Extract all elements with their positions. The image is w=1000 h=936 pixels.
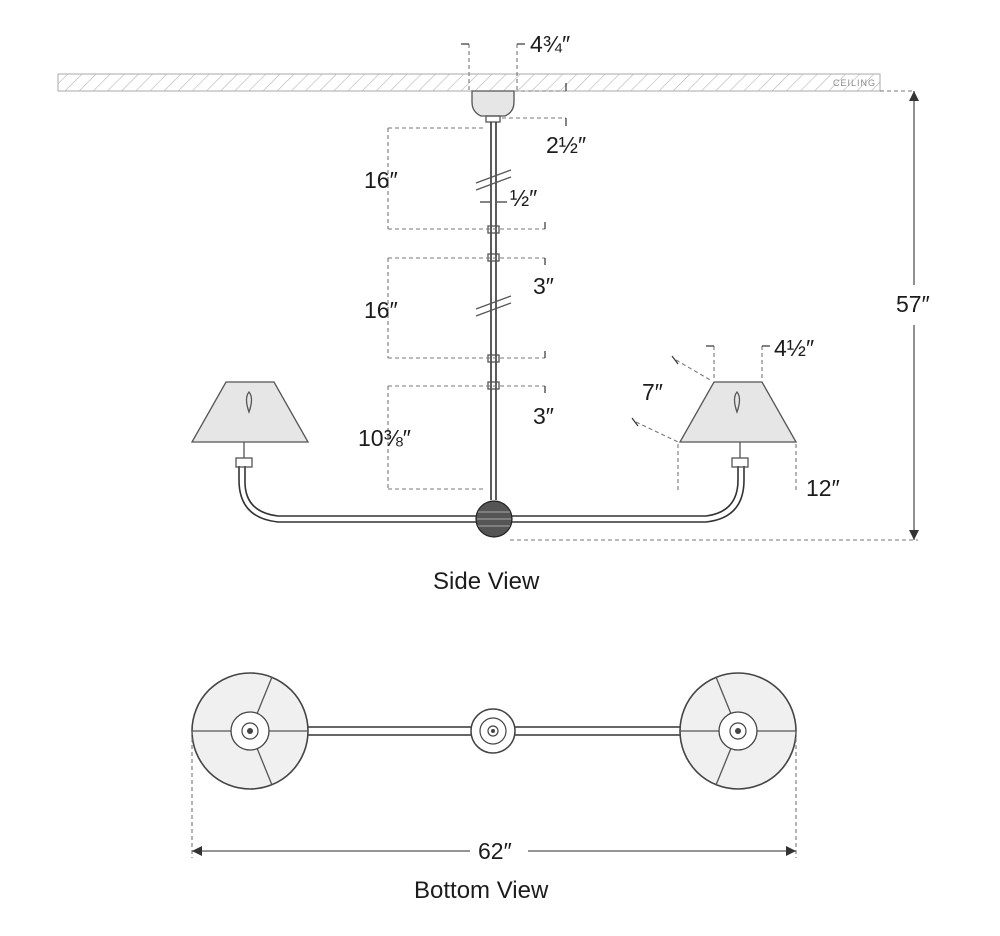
dim-arm-height: 12″ (806, 475, 840, 501)
dim-overall-height: 57″ (896, 291, 930, 317)
dim-shade-top: 4½″ (774, 335, 814, 361)
bottom-dimension-labels: 62″ Bottom View (414, 838, 549, 904)
left-shade (190, 381, 310, 443)
bottom-dimension-lines (191, 731, 797, 858)
side-view-fixture (190, 90, 798, 538)
dim-shade-height: 7″ (642, 379, 663, 405)
right-arm (512, 466, 739, 517)
right-shade (678, 381, 798, 443)
bottom-view-title: Bottom View (414, 877, 549, 904)
side-dimension-labels: 4¾″ 2½″ 16″ ½″ 16″ 3″ 10⅜″ 3″ 57″ 4½″ 7″… (358, 31, 930, 595)
canopy (471, 90, 515, 117)
left-arm (244, 466, 476, 517)
dim-canopy-height: 2½″ (546, 132, 586, 158)
dim-stem-joint-lower: 3″ (533, 403, 554, 429)
bottom-view-fixture (191, 672, 797, 790)
dim-canopy-width: 4¾″ (530, 31, 570, 57)
dim-stem-upper: 16″ (364, 167, 398, 193)
ceiling-label: CEILING (833, 78, 876, 88)
dim-stem-middle: 16″ (364, 297, 398, 323)
side-view-title: Side View (433, 568, 540, 595)
dim-overall-width: 62″ (478, 838, 512, 864)
dim-stem-joint-upper: 3″ (533, 273, 554, 299)
side-dimension-lines (387, 43, 919, 541)
dim-stem-lower: 10⅜″ (358, 425, 411, 451)
dim-stem-diameter: ½″ (510, 185, 537, 211)
